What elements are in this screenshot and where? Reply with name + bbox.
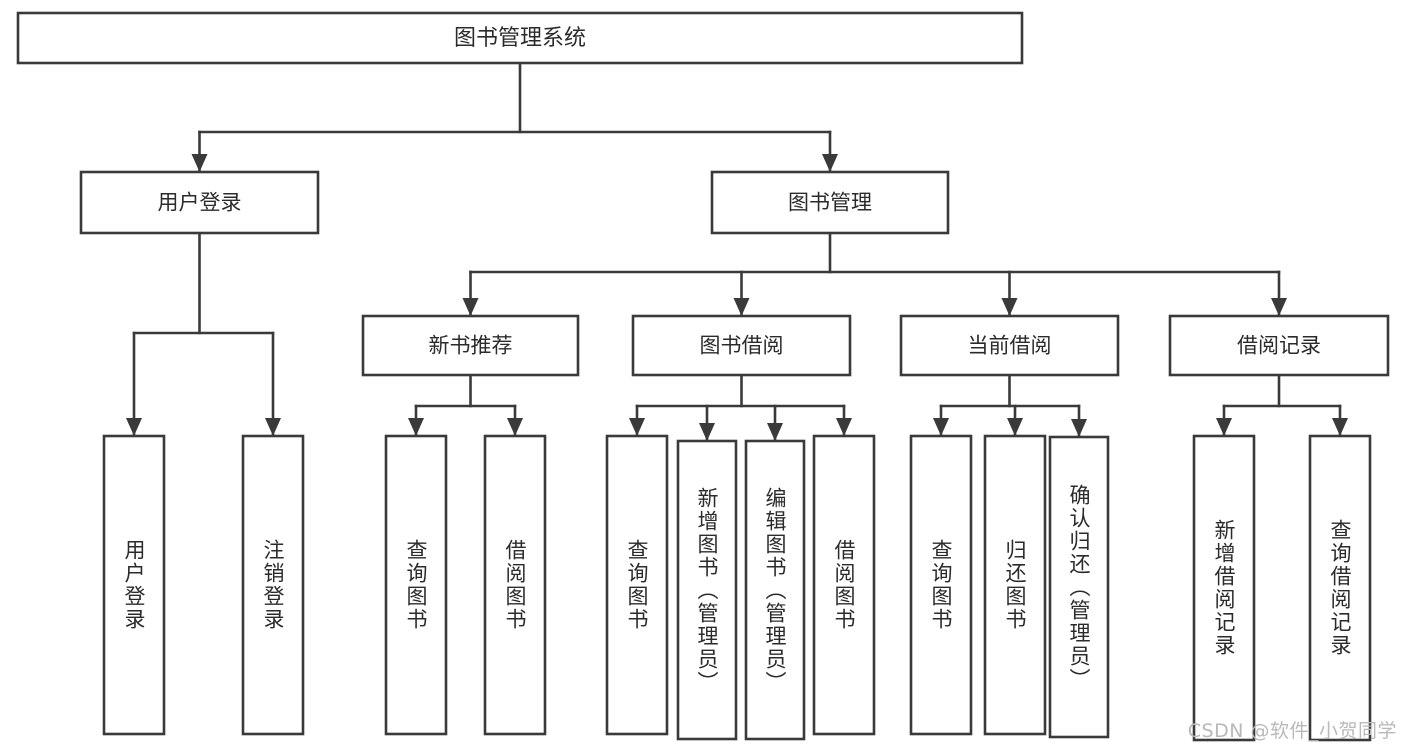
node-box-leaf-add-book[interactable] xyxy=(676,439,738,741)
node-label-user-login: 用户登录 xyxy=(158,191,242,215)
arrow-head-leaf-confirm-return xyxy=(1071,419,1087,437)
arrow-head-leaf-return-book xyxy=(1007,418,1023,436)
node-label-borrow-record: 借阅记录 xyxy=(1237,334,1321,358)
node-box-leaf-query-book-bor[interactable] xyxy=(605,434,669,736)
arrow-head-leaf-logout xyxy=(265,418,281,436)
connector-layer xyxy=(126,61,1348,443)
arrow-head-new-book-recommend xyxy=(462,298,479,316)
arrow-head-leaf-query-record xyxy=(1332,418,1348,436)
node-label-current-borrow: 当前借阅 xyxy=(968,334,1052,358)
arrow-head-book-borrow xyxy=(733,298,750,316)
node-box-leaf-query-book-cur[interactable] xyxy=(909,434,973,736)
node-box-book-manage[interactable] xyxy=(710,170,950,235)
node-box-borrow-record[interactable] xyxy=(1168,314,1390,377)
node-box-leaf-query-record[interactable] xyxy=(1308,434,1372,742)
node-box-leaf-edit-book[interactable] xyxy=(744,439,806,741)
arrow-head-leaf-borrow-book-rec xyxy=(507,418,523,436)
node-label-new-book-recommend: 新书推荐 xyxy=(429,334,513,358)
node-box-leaf-add-record[interactable] xyxy=(1192,434,1256,742)
arrow-head-leaf-borrow-book-bor xyxy=(836,418,852,436)
node-box-current-borrow[interactable] xyxy=(899,314,1120,377)
node-label-book-borrow: 图书借阅 xyxy=(700,334,784,358)
node-box-layer xyxy=(16,11,1390,742)
arrow-head-leaf-query-book-bor xyxy=(629,418,645,436)
arrow-head-current-borrow xyxy=(1001,298,1018,316)
node-box-leaf-borrow-book-rec[interactable] xyxy=(483,434,547,736)
node-box-leaf-borrow-book-bor[interactable] xyxy=(812,434,876,736)
node-box-leaf-confirm-return[interactable] xyxy=(1048,435,1110,739)
arrow-head-leaf-user-login xyxy=(126,418,142,436)
watermark-text: CSDN @软件_小贺同学 xyxy=(1187,720,1397,742)
node-box-book-borrow[interactable] xyxy=(631,314,852,377)
node-box-root[interactable] xyxy=(16,11,1024,65)
node-box-leaf-query-book-rec[interactable] xyxy=(384,434,448,736)
arrow-head-user-login xyxy=(191,154,208,172)
arrow-head-book-manage xyxy=(822,154,838,172)
arrow-head-leaf-query-book-cur xyxy=(933,418,949,436)
node-label-book-manage: 图书管理 xyxy=(788,191,872,215)
arrow-head-leaf-edit-book xyxy=(767,423,783,441)
arrow-head-borrow-record xyxy=(1271,298,1287,316)
arrow-head-leaf-query-book-rec xyxy=(408,418,424,436)
node-label-root: 图书管理系统 xyxy=(454,26,586,51)
node-box-user-login[interactable] xyxy=(79,170,320,235)
node-box-leaf-return-book[interactable] xyxy=(983,434,1047,736)
arrow-head-leaf-add-record xyxy=(1216,418,1232,436)
node-box-leaf-logout[interactable] xyxy=(241,434,305,736)
node-box-new-book-recommend[interactable] xyxy=(361,314,580,377)
node-box-leaf-user-login[interactable] xyxy=(102,434,166,736)
arrow-head-leaf-add-book xyxy=(699,423,715,441)
